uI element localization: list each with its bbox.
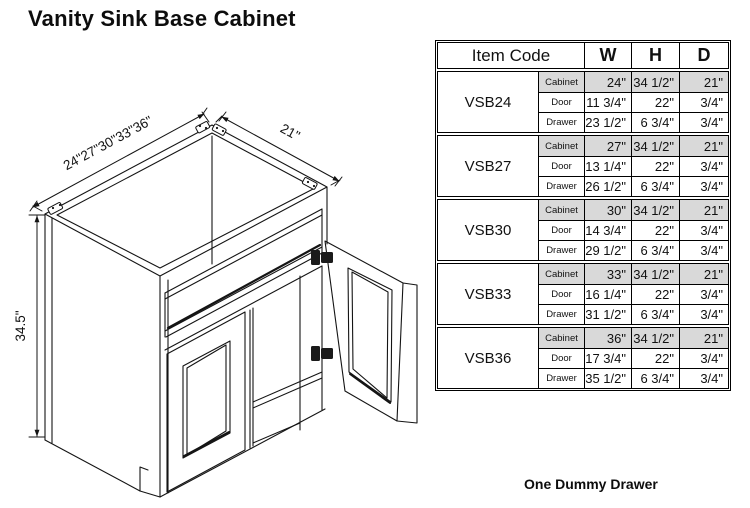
- door-height: 22": [631, 156, 679, 176]
- cabinet-width: 33": [584, 264, 631, 284]
- cabinet-depth: 21": [679, 328, 728, 348]
- header-item-code: Item Code: [471, 45, 551, 65]
- height-dimension: [28, 214, 46, 438]
- header-width: W: [584, 43, 631, 68]
- cabinet-drawing: 24"27"30"33"36" 21" 34.5": [13, 107, 418, 498]
- drawer-width: 35 1/2": [584, 368, 631, 388]
- door-depth: 3/4": [679, 156, 728, 176]
- row-label-cabinet: Cabinet: [538, 264, 584, 284]
- door-width: 16 1/4": [584, 284, 631, 304]
- door-depth: 3/4": [679, 284, 728, 304]
- cabinet-front-face: [164, 186, 328, 493]
- spec-group-vsb27: VSB27 Cabinet 27" 34 1/2" 21" Door 13 1/…: [437, 135, 729, 197]
- spec-table-header: Item Code W H D: [437, 42, 729, 69]
- header-height: H: [631, 43, 679, 68]
- cabinet-depth: 21": [679, 264, 728, 284]
- drawer-width: 23 1/2": [584, 112, 631, 132]
- door-width: 14 3/4": [584, 220, 631, 240]
- drawer-height: 6 3/4": [631, 176, 679, 196]
- row-label-cabinet: Cabinet: [538, 136, 584, 156]
- spec-group-vsb36: VSB36 Cabinet 36" 34 1/2" 21" Door 17 3/…: [437, 327, 729, 389]
- cabinet-height: 34 1/2": [631, 136, 679, 156]
- cabinet-width: 30": [584, 200, 631, 220]
- row-label-drawer: Drawer: [538, 368, 584, 388]
- item-code: VSB30: [464, 221, 512, 239]
- drawer-height: 6 3/4": [631, 112, 679, 132]
- drawer-height: 6 3/4": [631, 304, 679, 324]
- row-label-door: Door: [538, 284, 584, 304]
- row-label-drawer: Drawer: [538, 112, 584, 132]
- drawer-height: 6 3/4": [631, 240, 679, 260]
- drawer-width: 29 1/2": [584, 240, 631, 260]
- door-height: 22": [631, 220, 679, 240]
- row-label-door: Door: [538, 220, 584, 240]
- row-label-cabinet: Cabinet: [538, 72, 584, 92]
- row-label-cabinet: Cabinet: [538, 328, 584, 348]
- cabinet-width: 36": [584, 328, 631, 348]
- drawer-depth: 3/4": [679, 112, 728, 132]
- item-code: VSB36: [464, 349, 512, 367]
- cabinet-height: 34 1/2": [631, 72, 679, 92]
- row-label-door: Door: [538, 156, 584, 176]
- row-label-door: Door: [538, 92, 584, 112]
- door-depth: 3/4": [679, 220, 728, 240]
- row-label-drawer: Drawer: [538, 176, 584, 196]
- cabinet-width: 24": [584, 72, 631, 92]
- cabinet-interior: [211, 135, 323, 444]
- width-dimension: [29, 107, 210, 212]
- drawer-width: 31 1/2": [584, 304, 631, 324]
- spec-group-vsb33: VSB33 Cabinet 33" 34 1/2" 21" Door 16 1/…: [437, 263, 729, 325]
- row-label-door: Door: [538, 348, 584, 368]
- door-depth: 3/4": [679, 92, 728, 112]
- door-height: 22": [631, 348, 679, 368]
- spec-group-vsb24: VSB24 Cabinet 24" 34 1/2" 21" Door 11 3/…: [437, 71, 729, 133]
- cabinet-height: 34 1/2": [631, 264, 679, 284]
- cabinet-depth: 21": [679, 136, 728, 156]
- drawer-depth: 3/4": [679, 240, 728, 260]
- item-code: VSB33: [464, 285, 512, 303]
- drawer-width: 26 1/2": [584, 176, 631, 196]
- door-height: 22": [631, 92, 679, 112]
- door-height: 22": [631, 284, 679, 304]
- cabinet-height: 34 1/2": [631, 328, 679, 348]
- width-dimension-label: 24"27"30"33"36": [61, 113, 155, 173]
- row-label-cabinet: Cabinet: [538, 200, 584, 220]
- door-depth: 3/4": [679, 348, 728, 368]
- cabinet-width: 27": [584, 136, 631, 156]
- cabinet-depth: 21": [679, 72, 728, 92]
- door-width: 17 3/4": [584, 348, 631, 368]
- cabinet-height: 34 1/2": [631, 200, 679, 220]
- header-depth: D: [679, 43, 728, 68]
- item-code: VSB24: [464, 93, 512, 111]
- drawer-depth: 3/4": [679, 176, 728, 196]
- dummy-drawer-note: One Dummy Drawer: [524, 476, 658, 492]
- door-width: 11 3/4": [584, 92, 631, 112]
- spec-table: Item Code W H D VSB24 Cabinet 24" 34 1/2…: [435, 40, 731, 391]
- cabinet-depth: 21": [679, 200, 728, 220]
- drawer-height: 6 3/4": [631, 368, 679, 388]
- open-door: [324, 240, 418, 424]
- page-title: Vanity Sink Base Cabinet: [28, 6, 296, 31]
- row-label-drawer: Drawer: [538, 304, 584, 324]
- depth-dimension: [215, 111, 343, 187]
- drawer-depth: 3/4": [679, 304, 728, 324]
- item-code: VSB27: [464, 157, 512, 175]
- height-dimension-label: 34.5": [13, 310, 28, 341]
- row-label-drawer: Drawer: [538, 240, 584, 260]
- door-width: 13 1/4": [584, 156, 631, 176]
- door-hinge-icons: [311, 250, 333, 361]
- drawer-depth: 3/4": [679, 368, 728, 388]
- spec-group-vsb30: VSB30 Cabinet 30" 34 1/2" 21" Door 14 3/…: [437, 199, 729, 261]
- depth-dimension-label: 21": [278, 121, 303, 144]
